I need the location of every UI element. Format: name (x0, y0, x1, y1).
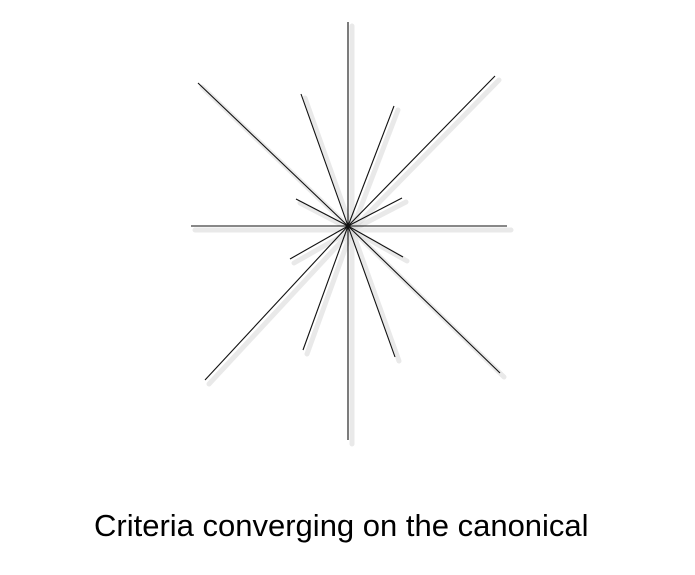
ray-shadow (291, 227, 355, 266)
converging-ray (347, 225, 404, 258)
converging-ray (347, 225, 396, 358)
convergence-diagram (191, 22, 514, 447)
ray-shadow (302, 95, 355, 233)
ray-shadows (192, 23, 514, 447)
converging-ray (197, 82, 349, 227)
converging-ray (300, 93, 349, 227)
converging-ray (347, 197, 403, 227)
ray-shadow (349, 107, 401, 233)
ray-shadow (349, 227, 402, 364)
converging-ray (302, 225, 349, 351)
converging-ray (289, 225, 349, 260)
ray-shadow (349, 227, 410, 264)
ray-shadow (206, 227, 355, 387)
converging-ray (347, 105, 395, 227)
converging-ray (295, 198, 349, 227)
converging-ray (347, 225, 501, 374)
converging-rays (191, 22, 507, 440)
ray-shadow (349, 77, 502, 233)
converging-ray (347, 75, 496, 227)
ray-shadow (349, 199, 409, 233)
converging-ray (204, 225, 349, 381)
diagram-caption: Criteria converging on the canonical (94, 508, 589, 543)
ray-shadow (304, 227, 355, 357)
